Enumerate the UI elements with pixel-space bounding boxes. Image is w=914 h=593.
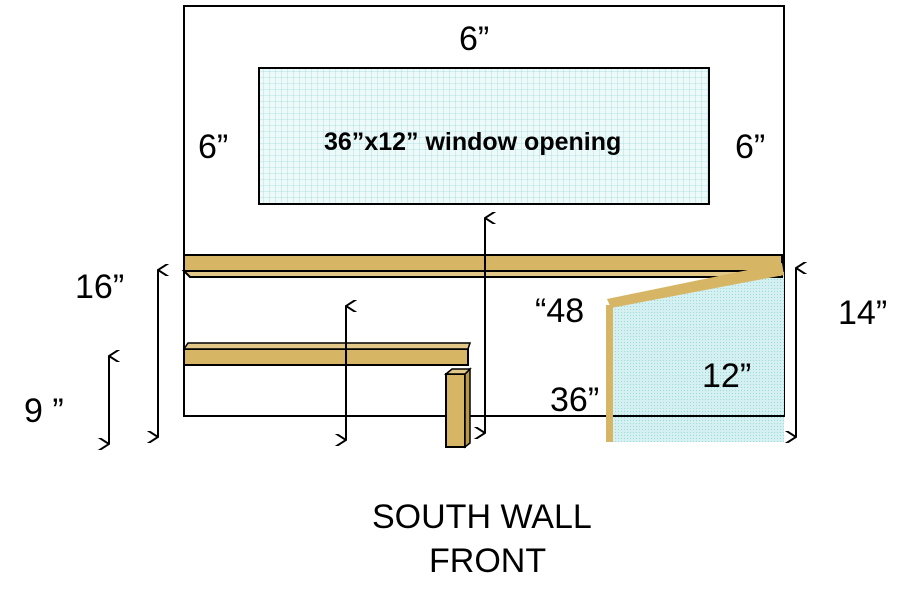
right-margin-label: 6”: [735, 128, 766, 166]
title-line2: FRONT: [429, 542, 547, 580]
mid-board: [183, 348, 469, 366]
left-margin-label: 6”: [198, 128, 229, 166]
top-board: [183, 254, 783, 272]
lid-frame: [607, 263, 784, 308]
lid-side-label: 12”: [702, 357, 752, 395]
right-height-label: 14”: [838, 294, 888, 332]
top-margin-label: 6”: [459, 20, 490, 58]
window-label: 36”x12” window opening: [324, 128, 622, 156]
lower-height-label: 9 ”: [24, 392, 64, 430]
glass-lid: [612, 272, 784, 442]
lid-back-label: “48: [535, 292, 585, 330]
post: [445, 373, 466, 448]
title-line1: SOUTH WALL: [372, 498, 592, 536]
lid-front-label: 36”: [550, 381, 600, 419]
left-height-label: 16”: [75, 268, 125, 306]
window-opening: [258, 67, 710, 205]
